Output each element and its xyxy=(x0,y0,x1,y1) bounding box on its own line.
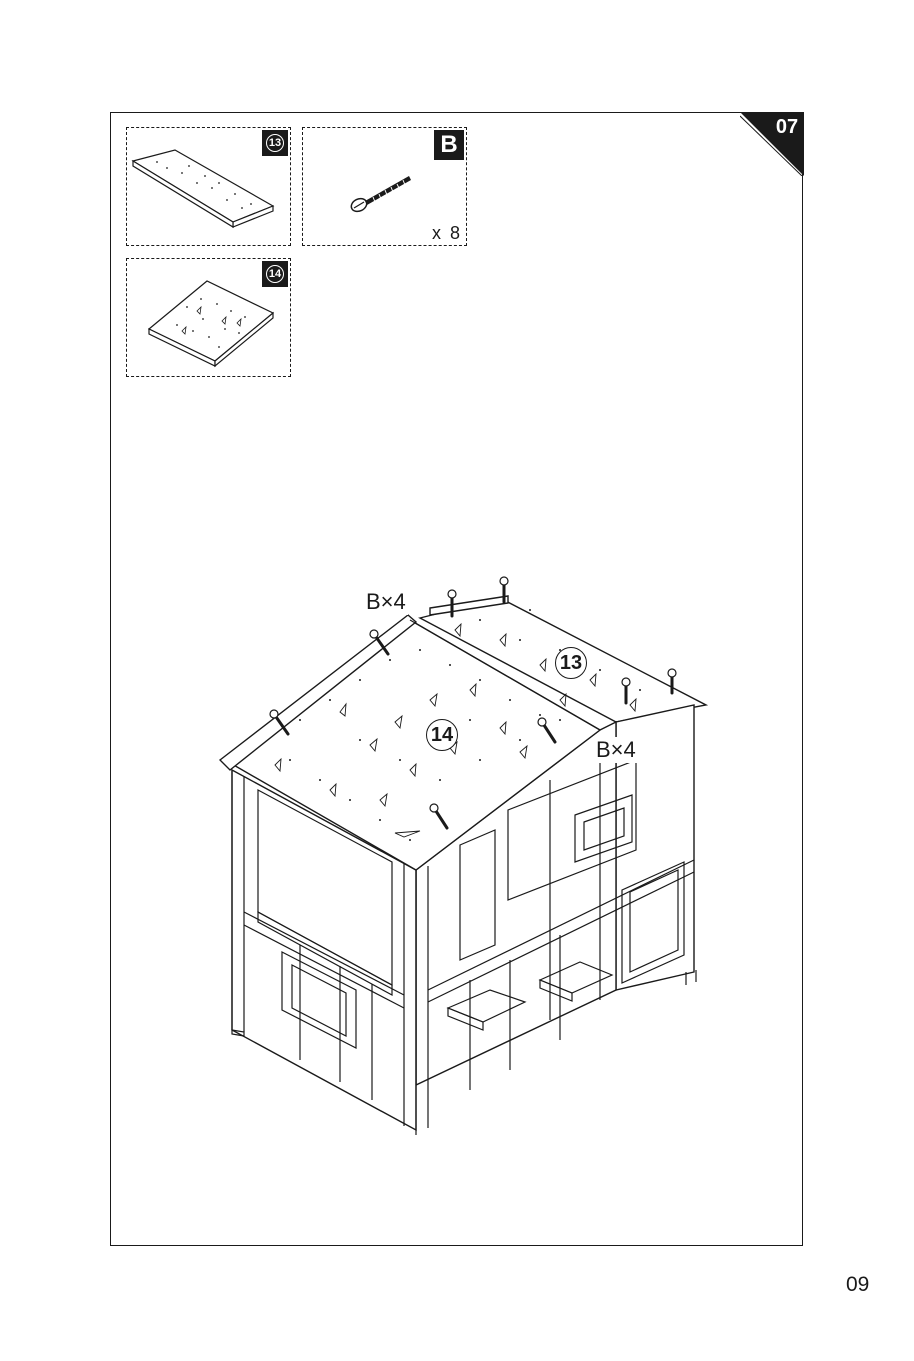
page-number: 09 xyxy=(846,1273,869,1297)
callout-panel-13: 13 xyxy=(555,647,587,679)
screw-label-left: B×4 xyxy=(364,589,408,615)
screw-label-right: B×4 xyxy=(594,737,638,763)
callout-panel-14: 14 xyxy=(426,719,458,751)
